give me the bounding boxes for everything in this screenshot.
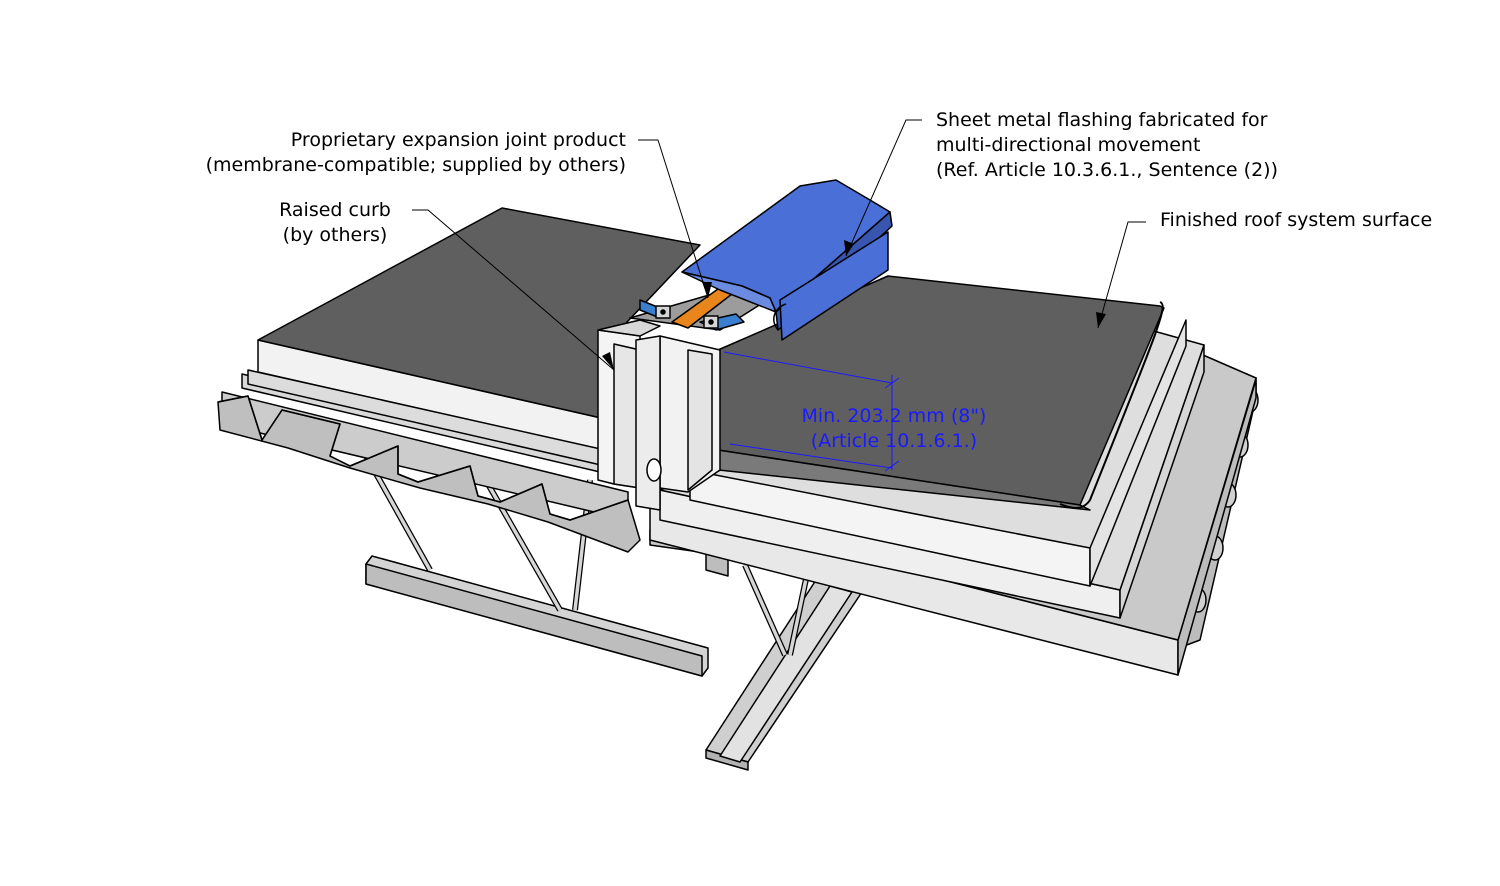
leader-sheet-metal (845, 119, 922, 257)
leader-finished-roof (1097, 221, 1146, 329)
sheet-metal-label-line3: (Ref. Article 10.3.6.1., Sentence (2)) (936, 159, 1278, 181)
leader-lines (412, 119, 1146, 371)
raised-curb (597, 319, 721, 511)
right-roof-assembly (649, 275, 1257, 676)
raised-curb-label: Raised curb (by others) (270, 198, 400, 248)
finished-roof-label-line1: Finished roof system surface (1160, 209, 1433, 231)
expansion-joint-label-line2: (membrane-compatible; supplied by others… (205, 154, 626, 176)
raised-curb-label-line1: Raised curb (279, 199, 391, 221)
sheet-metal-label-line2: multi-directional movement (936, 134, 1201, 156)
finished-roof-label: Finished roof system surface (1160, 208, 1432, 233)
sheet-metal-label: Sheet metal flashing fabricated for mult… (936, 108, 1278, 183)
raised-curb-label-line2: (by others) (282, 224, 388, 246)
leader-raised-curb (412, 209, 615, 371)
expansion-joint-label-line1: Proprietary expansion joint product (290, 129, 626, 151)
dimension-label-line2: (Article 10.1.6.1.) (810, 430, 978, 452)
dimension-label-line1: Min. 203.2 mm (8") (801, 405, 987, 427)
expansion-joint-label: Proprietary expansion joint product (mem… (206, 128, 626, 178)
left-roof-assembly (247, 207, 701, 469)
dimension-label: Min. 203.2 mm (8") (Article 10.1.6.1.) (784, 404, 1004, 454)
leader-expansion-joint (638, 139, 709, 299)
sheet-metal-label-line1: Sheet metal flashing fabricated for (936, 109, 1268, 131)
dimension-lines (723, 351, 900, 472)
